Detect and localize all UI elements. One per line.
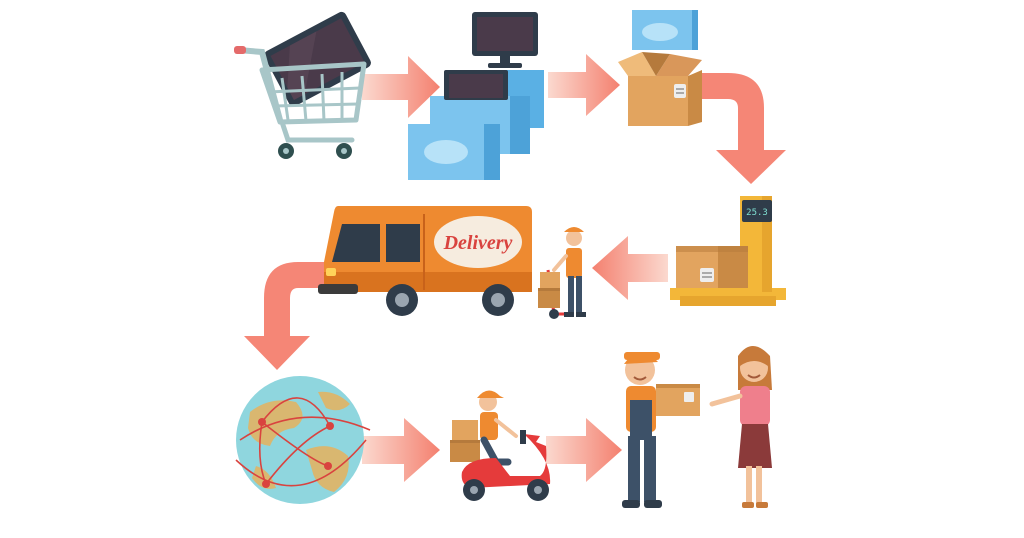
arrow-right-3 xyxy=(362,418,440,482)
worker-with-hand-truck xyxy=(538,227,586,319)
shipping-routes xyxy=(235,397,371,487)
van-label: Delivery xyxy=(443,232,513,254)
arrow-curve-down-left xyxy=(244,262,326,370)
open-box-icon xyxy=(618,52,702,126)
monitor-stock-icon xyxy=(408,10,698,180)
courier-figure xyxy=(622,352,662,508)
arrow-right-2 xyxy=(548,54,620,116)
shopping-cart-icon xyxy=(234,11,371,159)
handover-icon xyxy=(622,346,772,508)
arrow-right-4 xyxy=(546,418,622,482)
scale-readout: 25.3 xyxy=(746,208,768,218)
scale-icon: 25.3 xyxy=(670,196,786,306)
scooter-icon xyxy=(450,390,551,501)
arrow-right-1 xyxy=(362,56,440,118)
flow-arrows xyxy=(244,54,786,482)
customer-figure xyxy=(709,346,772,508)
arrow-left-1 xyxy=(592,236,668,300)
delivery-van-icon: Delivery xyxy=(318,206,532,316)
arrow-curve-down-right xyxy=(700,73,786,184)
globe-icon xyxy=(235,376,371,504)
